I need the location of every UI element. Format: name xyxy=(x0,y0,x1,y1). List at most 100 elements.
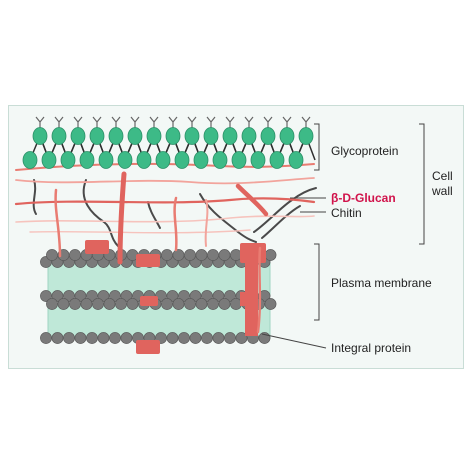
lipid-bead-icon xyxy=(97,332,110,344)
y-branch-icon xyxy=(206,116,216,128)
label-glycoprotein: Glycoprotein xyxy=(331,144,398,158)
lipid-bead-icon xyxy=(235,332,248,344)
lipid-bead-icon xyxy=(218,298,231,310)
glycoprotein-bead-icon xyxy=(60,151,76,169)
y-branch-icon xyxy=(225,116,235,128)
glycoprotein-bead-icon xyxy=(250,151,266,169)
label-wall: wall xyxy=(431,184,453,198)
glycoprotein-bead-icon xyxy=(222,127,238,145)
glucan-horizontal-fibers xyxy=(14,162,316,234)
lipid-bead-icon xyxy=(212,332,225,344)
lipid-bead-icon xyxy=(189,332,202,344)
glucan-vertical-3 xyxy=(173,196,178,252)
glycoprotein-bead-icon xyxy=(41,151,57,169)
lipid-bead-icon xyxy=(161,249,173,261)
y-branch-icon xyxy=(244,116,254,128)
lipid-bead-icon xyxy=(46,298,58,310)
y-branch-icon xyxy=(111,116,121,128)
lipid-bead-icon xyxy=(207,249,219,261)
lipid-bead-icon xyxy=(184,249,196,261)
chitin-fiber-6 xyxy=(261,205,301,239)
glucan-vertical-1 xyxy=(54,188,62,258)
label-cell: Cell xyxy=(432,169,453,183)
glycoprotein-bead-icon xyxy=(127,127,143,145)
glucan-fiber-2 xyxy=(15,177,315,185)
lipid-bead-icon xyxy=(126,298,139,310)
glycoprotein-bead-icon xyxy=(146,127,162,145)
glucan-fiber-5 xyxy=(29,229,251,234)
glycoprotein-layer xyxy=(22,116,316,169)
glycoprotein-bead-icon xyxy=(136,151,152,169)
integral-protein-4 xyxy=(136,340,160,354)
annotation-lines xyxy=(261,123,425,349)
label-integral-protein: Integral protein xyxy=(331,341,411,355)
glucan-vertical-2 xyxy=(117,171,127,265)
glycoprotein-bead-icon xyxy=(184,127,200,145)
lipid-bead-icon xyxy=(86,332,98,344)
glycoprotein-bead-icon xyxy=(22,151,38,169)
lipid-bead-icon xyxy=(207,298,219,310)
lipid-bead-icon xyxy=(46,249,58,261)
y-branch-icon xyxy=(92,116,102,128)
lipid-bead-icon xyxy=(51,332,64,344)
glycoprotein-bead-icon xyxy=(279,127,295,145)
lipid-bead-icon xyxy=(195,249,208,261)
lipid-bead-icon xyxy=(40,332,52,344)
glycoprotein-bead-icon xyxy=(231,151,247,169)
glycoprotein-bead-icon xyxy=(269,151,285,169)
glycoprotein-bead-icon xyxy=(174,151,190,169)
integral-proteins xyxy=(85,240,266,354)
integral-protein-3 xyxy=(140,296,158,306)
integral-protein-2 xyxy=(136,254,160,267)
glycoprotein-bead-icon xyxy=(79,151,95,169)
label-chitin: Chitin xyxy=(331,206,362,220)
glucan-vertical-6 xyxy=(256,246,262,334)
y-branch-icon xyxy=(149,116,159,128)
lipid-bead-icon xyxy=(92,298,104,310)
lipid-bead-icon xyxy=(264,249,277,261)
lipid-bead-icon xyxy=(201,332,213,344)
y-branch-icon xyxy=(168,116,178,128)
chitin-fiber-4 xyxy=(199,193,257,243)
lipid-bead-icon xyxy=(224,332,236,344)
lipid-bead-icon xyxy=(74,332,87,344)
glucan-vertical-fibers xyxy=(54,171,269,334)
bracket-plasma-membrane xyxy=(314,243,320,321)
integral-protein-7 xyxy=(240,292,252,306)
bracket-cell-wall xyxy=(419,123,425,245)
lipid-bead-icon xyxy=(178,332,190,344)
y-branch-icon xyxy=(35,116,45,128)
lipid-bead-icon xyxy=(115,298,127,310)
glycoprotein-bead-icon xyxy=(155,151,171,169)
y-branch-icon xyxy=(187,116,197,128)
chitin-fiber-2 xyxy=(82,179,119,247)
integral-protein-5 xyxy=(240,243,266,263)
lipid-bead-icon xyxy=(69,249,81,261)
lipid-bead-icon xyxy=(80,298,93,310)
glycoprotein-bead-icon xyxy=(165,127,181,145)
lipid-bead-icon xyxy=(184,298,196,310)
lipid-bead-icon xyxy=(172,298,185,310)
glycoprotein-bead-icon xyxy=(298,127,314,145)
integral-protein-1 xyxy=(85,240,109,254)
label-glucan: β-D-Glucan xyxy=(331,191,396,205)
glycoprotein-bead-icon xyxy=(288,151,304,169)
membrane-layer-top xyxy=(47,261,271,297)
glycoprotein-bead-icon xyxy=(70,127,86,145)
glucan-fiber-3 xyxy=(14,197,316,206)
lipid-bead-icon xyxy=(264,298,277,310)
glucan-vertical-4 xyxy=(204,199,209,247)
lipid-bead-icon xyxy=(69,298,81,310)
glycoprotein-bead-icon xyxy=(203,127,219,145)
y-branch-icon xyxy=(282,116,292,128)
glycoprotein-bead-icon xyxy=(89,127,105,145)
glycoprotein-bead-icon xyxy=(260,127,276,145)
lipid-bead-icon xyxy=(166,332,179,344)
y-branch-icon xyxy=(54,116,64,128)
glycoprotein-bead-icon xyxy=(212,151,228,169)
chitin-fiber-3 xyxy=(147,201,161,229)
lipid-bead-icon xyxy=(218,249,231,261)
glucan-vertical-5 xyxy=(235,183,269,217)
lipid-bead-icon xyxy=(103,298,116,310)
glycoprotein-bead-icon xyxy=(117,151,133,169)
